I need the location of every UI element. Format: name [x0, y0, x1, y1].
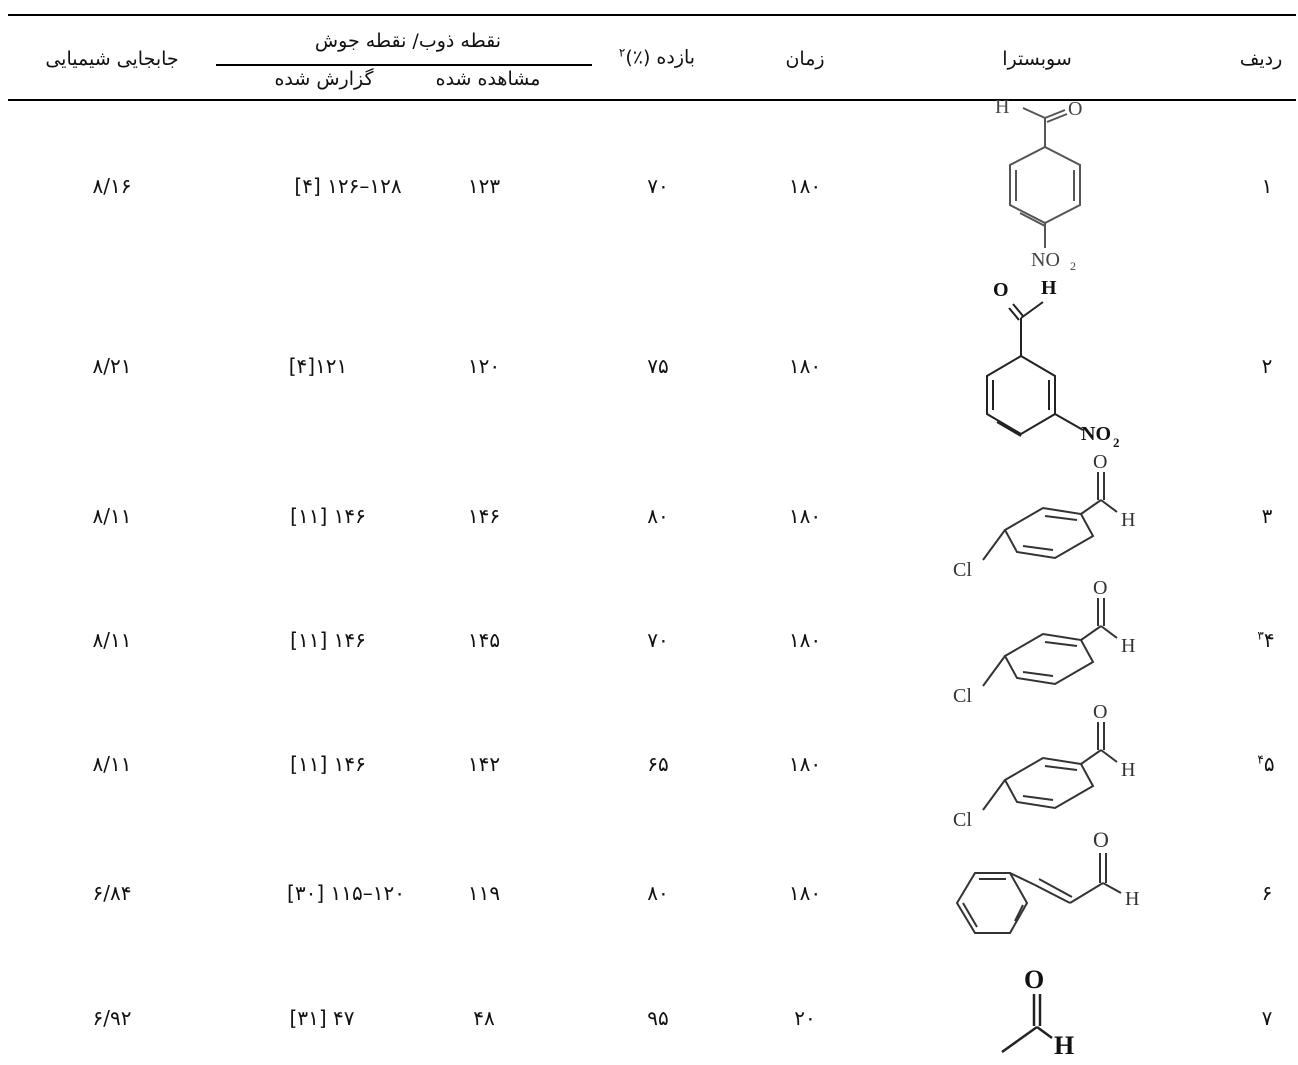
header-shift: جابجایی شیمیایی — [45, 48, 179, 70]
time-cell: ١٨٠ — [788, 628, 822, 652]
time-cell: ١٨٠ — [788, 354, 822, 378]
atom-subscript: 2 — [1070, 259, 1076, 272]
time-cell: ١٨٠ — [788, 752, 822, 776]
reported-cell: [١١] ١۴۶ — [290, 628, 366, 652]
atom-o: O — [1093, 578, 1107, 599]
atom-h: H — [1041, 277, 1057, 299]
yield-cell: ۶۵ — [647, 752, 669, 776]
row-note: ٣ — [1257, 628, 1264, 643]
row-number-value: ۴ — [1263, 628, 1275, 652]
row-number: ٧ — [1261, 1006, 1273, 1030]
yield-cell: ٨٠ — [647, 504, 669, 528]
observed-cell: ١۴٢ — [467, 752, 501, 776]
shift-cell: ٨/١١ — [92, 752, 132, 776]
structure-3-nitrobenzaldehyde: O H NO 2 — [965, 272, 1125, 454]
shift-cell: ۶/٩٢ — [92, 1006, 132, 1030]
shift-cell: ٨/١١ — [92, 628, 132, 652]
yield-cell: ٧٠ — [647, 174, 669, 198]
structure-4-chlorobenzaldehyde: O H Cl — [945, 702, 1145, 827]
atom-o: O — [1024, 965, 1044, 994]
atom-cl: Cl — [953, 685, 972, 703]
atom-cl: Cl — [953, 809, 972, 827]
atom-cl: Cl — [953, 559, 972, 577]
row-number-value: ۵ — [1263, 752, 1275, 776]
header-mp-group: نقطه ذوب/ نقطه جوش — [314, 30, 502, 52]
observed-cell: ١٢٠ — [467, 354, 501, 378]
observed-cell: ١۴۶ — [467, 504, 501, 528]
header-bottom-rule — [8, 99, 1296, 101]
row-number: ۴۵ — [1257, 752, 1274, 776]
table-top-rule — [8, 14, 1296, 16]
observed-cell: ١١٩ — [467, 881, 501, 905]
row-number: ۶ — [1261, 881, 1273, 905]
time-cell: ٢٠ — [794, 1006, 816, 1030]
row-note: ۴ — [1257, 752, 1264, 767]
observed-cell: ١٢٣ — [467, 174, 501, 198]
atom-no: NO — [1031, 249, 1060, 271]
structure-acetaldehyde: O H — [990, 950, 1110, 1064]
header-row: ردیف — [1239, 48, 1283, 70]
shift-cell: ٨/١۶ — [92, 174, 132, 198]
header-yield-note: ٢ — [618, 45, 626, 60]
atom-no: NO — [1081, 423, 1111, 445]
row-number: ٣ — [1261, 504, 1273, 528]
header-yield: بازده (٪)٢ — [619, 45, 695, 68]
structure-cinnamaldehyde: O H — [935, 825, 1160, 950]
time-cell: ١٨٠ — [788, 881, 822, 905]
reported-cell: [٣١] ۴٧ — [289, 1006, 355, 1030]
group-header-rule — [216, 64, 592, 66]
shift-cell: ۶/٨۴ — [92, 881, 132, 905]
header-substrate: سوبسترا — [1002, 48, 1072, 70]
atom-o: O — [1068, 100, 1082, 120]
yield-cell: ٨٠ — [647, 881, 669, 905]
reported-cell: [٣٠] ١١۵–١٢٠ — [287, 881, 405, 905]
header-time: زمان — [785, 48, 825, 70]
yield-cell: ٧۵ — [647, 354, 669, 378]
atom-h: H — [1125, 888, 1139, 910]
atom-o: O — [1093, 827, 1109, 852]
row-number: ٣۴ — [1257, 628, 1274, 652]
observed-cell: ١۴۵ — [467, 628, 501, 652]
atom-subscript: 2 — [1113, 435, 1120, 450]
reported-cell: [١١] ١۴۶ — [290, 504, 366, 528]
time-cell: ١٨٠ — [788, 504, 822, 528]
atom-h: H — [1054, 1031, 1074, 1060]
shift-cell: ٨/١١ — [92, 504, 132, 528]
observed-cell: ۴٨ — [473, 1006, 495, 1030]
atom-o: O — [993, 279, 1009, 301]
structure-4-nitrobenzaldehyde: H O NO 2 — [965, 100, 1115, 272]
header-reported: گزارش شده — [274, 68, 374, 90]
atom-h: H — [1121, 509, 1135, 531]
yield-cell: ٩۵ — [647, 1006, 669, 1030]
reported-cell: [۴] ١٢۶–١٢٨ — [294, 174, 402, 198]
header-observed: مشاهده شده — [435, 68, 541, 90]
shift-cell: ٨/٢١ — [92, 354, 132, 378]
atom-h: H — [995, 100, 1009, 118]
structure-4-chlorobenzaldehyde: O H Cl — [945, 452, 1145, 577]
row-number: ١ — [1261, 174, 1273, 198]
atom-h: H — [1121, 759, 1135, 781]
reported-cell: [١١] ١۴۶ — [290, 752, 366, 776]
atom-o: O — [1093, 452, 1107, 473]
reported-cell: [۴]١٢١ — [288, 354, 348, 378]
atom-h: H — [1121, 635, 1135, 657]
row-number: ٢ — [1261, 354, 1273, 378]
time-cell: ١٨٠ — [788, 174, 822, 198]
header-yield-label: بازده (٪) — [625, 46, 696, 69]
structure-4-chlorobenzaldehyde: O H Cl — [945, 578, 1145, 703]
yield-cell: ٧٠ — [647, 628, 669, 652]
atom-o: O — [1093, 702, 1107, 723]
